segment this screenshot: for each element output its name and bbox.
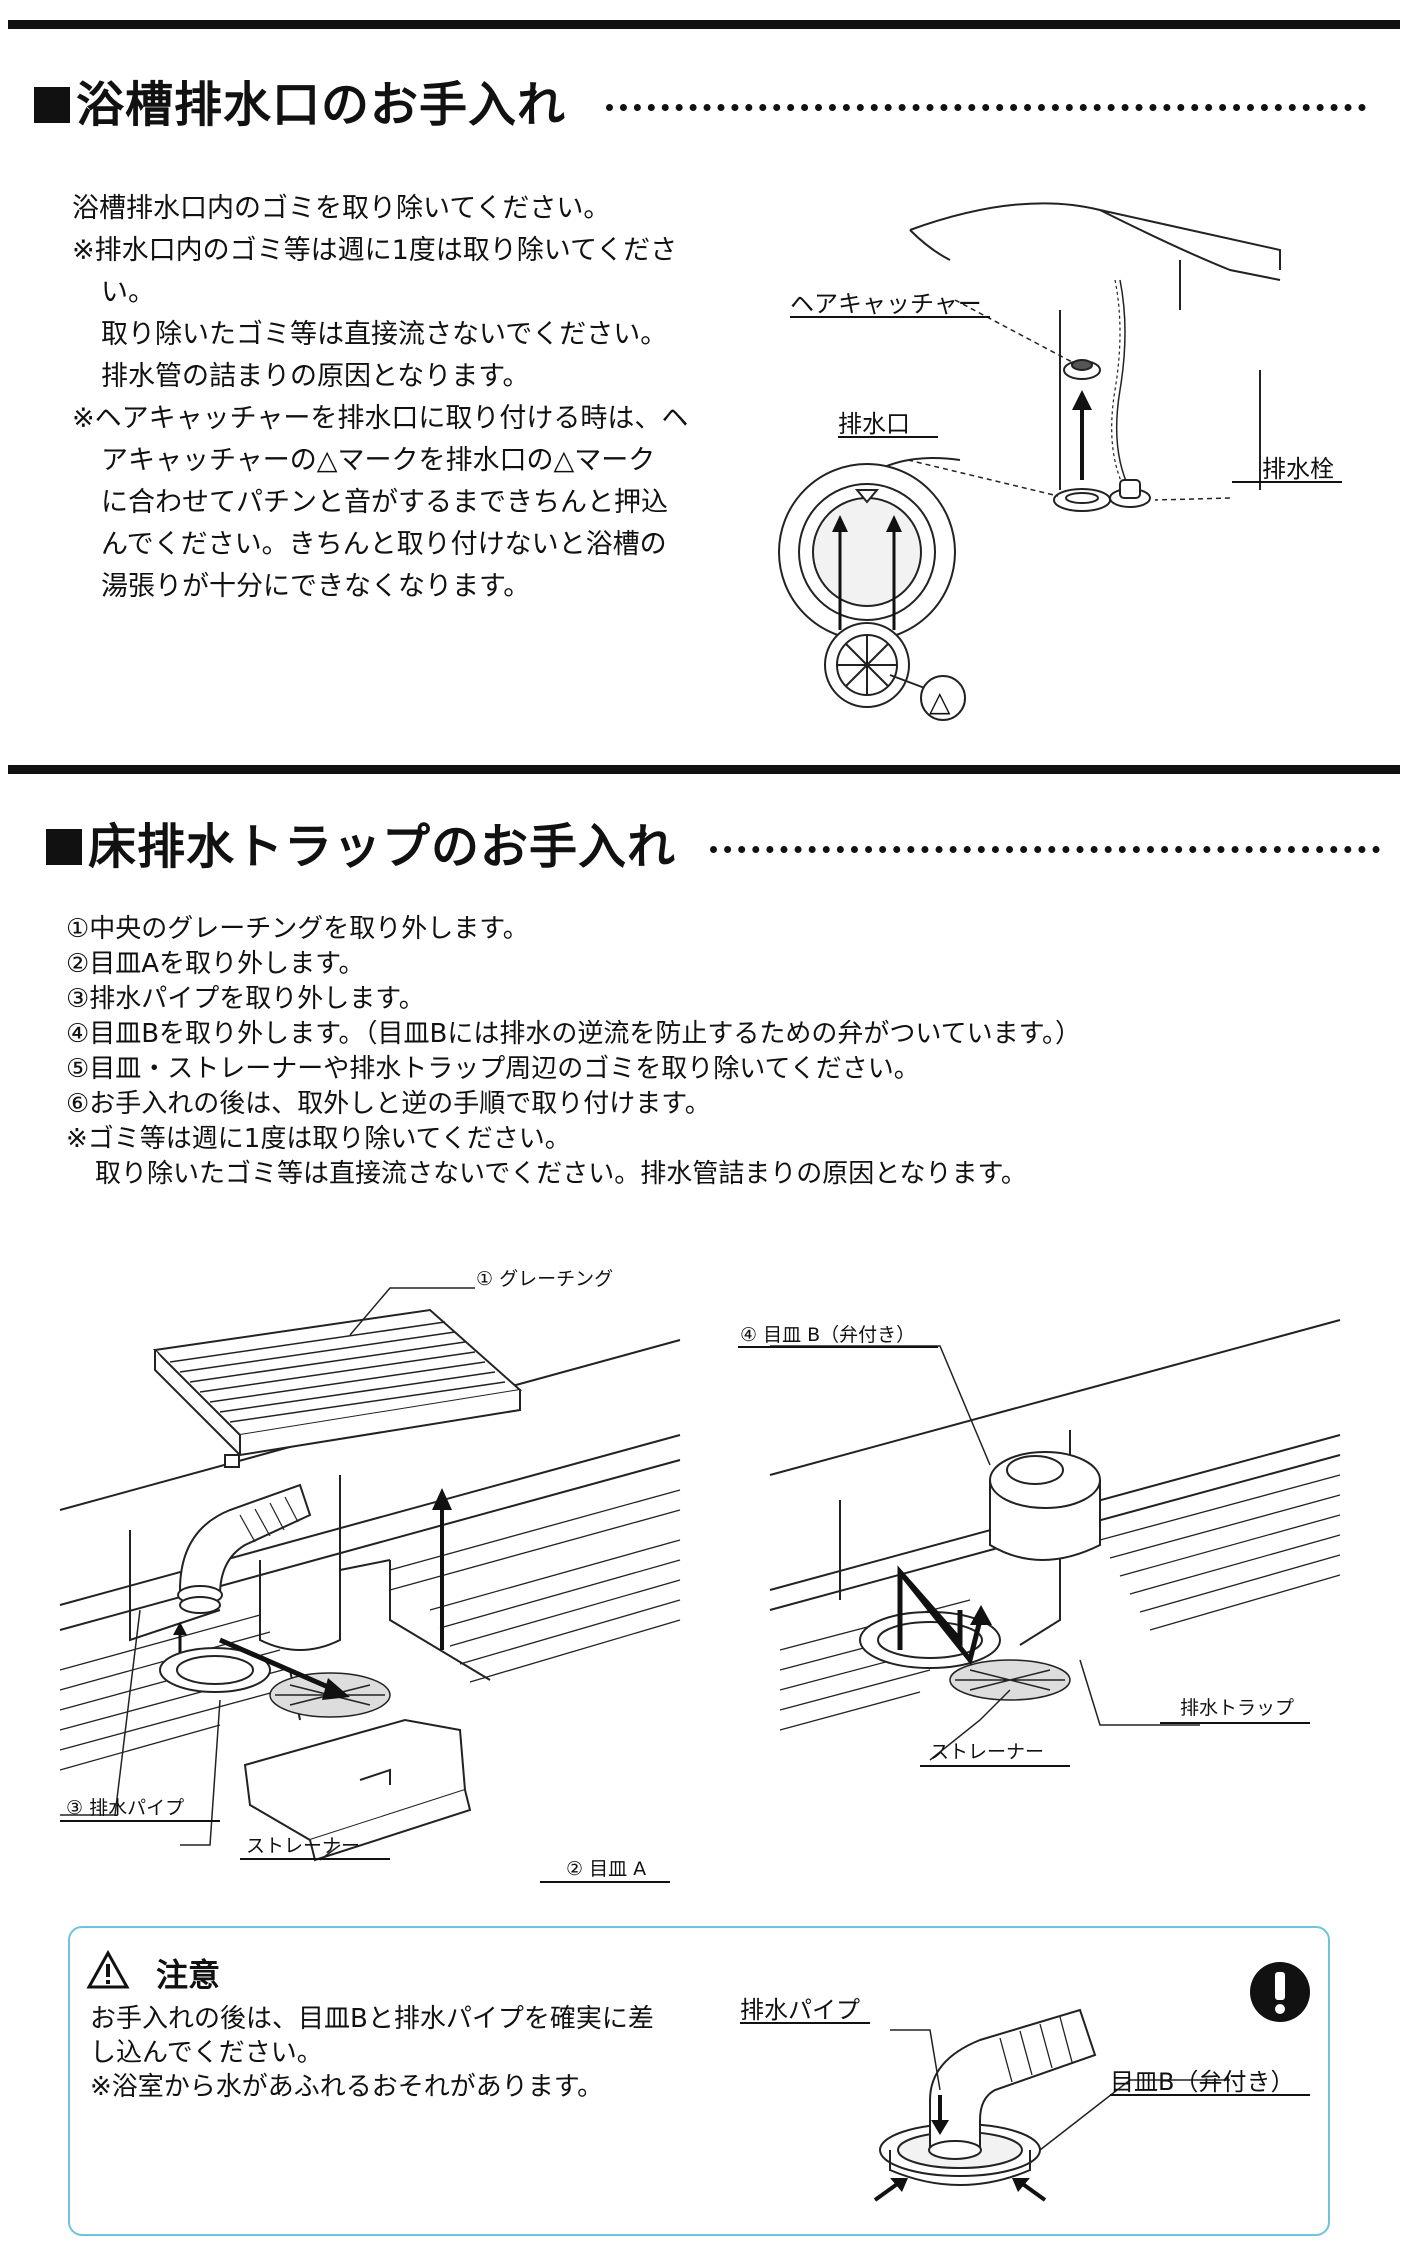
caution-title: 注意 [156,1956,221,1994]
triangle-mark-callout [889,674,966,721]
plate-b-removal-illustration [769,1319,1341,1761]
section1-line: アキャッチャーの△マークを排水口の△マーク [101,445,656,476]
plate-a-label: ② 目皿 A [566,1858,647,1880]
step-note: ※ゴミ等は週に1度は取り除いてください。 [66,1124,571,1154]
section1-line: 排水管の詰まりの原因となります。 [101,361,530,392]
grating-icon [152,1308,523,1468]
step-note: 取り除いたゴミ等は直接流さないでください。排水管詰まりの原因となります。 [95,1159,1027,1189]
strainer-left-underline [240,1858,390,1860]
caution-plate-b-label: 目皿B（弁付き） [1110,2068,1295,2096]
square-bullet-icon [34,87,70,123]
drain-outlet-underline [838,436,938,438]
section2-title-leader [710,846,1380,853]
section1-line: んでください。きちんと取り付けないと浴槽の [101,529,667,560]
section1-line: に合わせてパチンと音がするまできちんと押込 [101,487,668,518]
section1-line: 湯張りが十分にできなくなります。 [101,571,531,602]
plate-a-underline [540,1881,670,1883]
section1-top-rule [8,20,1400,29]
strainer-left-label: ストレーナー [246,1835,361,1857]
triangle-mark-label: △ [929,685,951,718]
section1-line: い。 [101,277,155,308]
step-item: ④目皿Bを取り外します。（目皿Bには排水の逆流を防止するための弁がついています。… [66,1019,1082,1049]
strainer-right-label: ストレーナー [930,1741,1045,1763]
plate-b-underline [738,1346,938,1348]
plate-a-arrow-icon [219,1637,350,1700]
strainer-right-underline [920,1765,1070,1767]
mandatory-exclamation-icon [1250,1962,1310,2022]
warning-triangle-icon [86,1949,130,1989]
hair-catcher-inset [824,622,910,708]
caution-line: し込んでください。 [90,2038,323,2068]
drain-outlet-inset [778,463,956,641]
floor-drain-disassembly-illustration [59,1287,681,1862]
section2-top-rule [8,765,1400,774]
step-item: ②目皿Aを取り外します。 [66,949,365,979]
plate-b-arrow-icon [897,1565,992,1666]
hair-catcher-label: ヘアキャッチャー [790,290,982,318]
drain-pipe-icon [177,1483,312,1614]
pipe-insertion-illustration [873,2008,1230,2202]
strainer-right-icon [949,1659,1071,1701]
section1-title-text: 浴槽排水口のお手入れ [76,77,567,133]
step-item: ①中央のグレーチングを取り外します。 [66,914,529,944]
grating-up-arrow-icon [432,1488,452,1650]
section1-line: 取り除いたゴミ等は直接流さないでください。 [101,319,668,350]
drain-plug-icon [1109,479,1151,508]
caution-line: ※浴室から水があふれるおそれがあります。 [90,2072,604,2102]
step-item: ⑥お手入れの後は、取外しと逆の手順で取り付けます。 [66,1089,711,1119]
section1-line: ※ヘアキャッチャーを排水口に取り付ける時は、ヘ [72,403,689,434]
section1-line: 浴槽排水口内のゴミを取り除いてください。 [72,193,611,224]
drain-ring-icon [1053,488,1111,512]
plate-b-label: ④ 目皿 B（弁付き） [740,1324,916,1346]
hair-catcher-icon [1063,359,1101,380]
section2-title-text: 床排水トラップのお手入れ [88,819,677,875]
drain-trap-underline [1160,1722,1310,1724]
caution-plate-b-underline [1110,2094,1310,2096]
bathtub-drain-illustration [778,202,1281,721]
grating-label: ① グレーチング [476,1268,614,1290]
step-item: ⑤目皿・ストレーナーや排水トラップ周辺のゴミを取り除いてください。 [66,1054,920,1084]
drain-plug-underline [1232,481,1342,483]
drain-pipe-elbow-icon [928,2008,1097,2160]
hair-catcher-underline [790,316,990,318]
caution-line: お手入れの後は、目皿Bと排水パイプを確実に差 [90,2004,654,2034]
square-bullet-icon [46,829,82,865]
drain-trap-label: 排水トラップ [1180,1697,1295,1719]
step-item: ③排水パイプを取り外します。 [66,984,425,1014]
section2-steps: ①中央のグレーチングを取り外します。 ②目皿Aを取り外します。 ③排水パイプを取… [66,912,1081,1192]
drain-pipe-label: ③ 排水パイプ [66,1797,185,1819]
caution-box [68,1926,1330,2236]
section1-title: 浴槽排水口のお手入れ [34,75,566,135]
drain-plug-label: 排水栓 [1262,455,1334,483]
plate-b-icon [989,1451,1101,1561]
section2-title: 床排水トラップのお手入れ [46,817,676,877]
caution-drain-pipe-label: 排水パイプ [740,1996,860,2024]
section1-body: 浴槽排水口内のゴミを取り除いてください。 ※排水口内のゴミ等は週に1度は取り除い… [72,188,688,608]
up-arrow-icon [1072,390,1092,480]
caution-body: お手入れの後は、目皿Bと排水パイプを確実に差 し込んでください。 ※浴室から水が… [90,2002,654,2104]
section1-line: ※排水口内のゴミ等は週に1度は取り除いてくださ [72,235,678,266]
caution-drain-pipe-underline [740,2022,870,2024]
section1-title-leader [606,104,1366,111]
drain-pipe-underline [60,1820,220,1822]
drain-outlet-label: 排水口 [838,410,910,438]
plate-a-icon [243,1718,472,1862]
